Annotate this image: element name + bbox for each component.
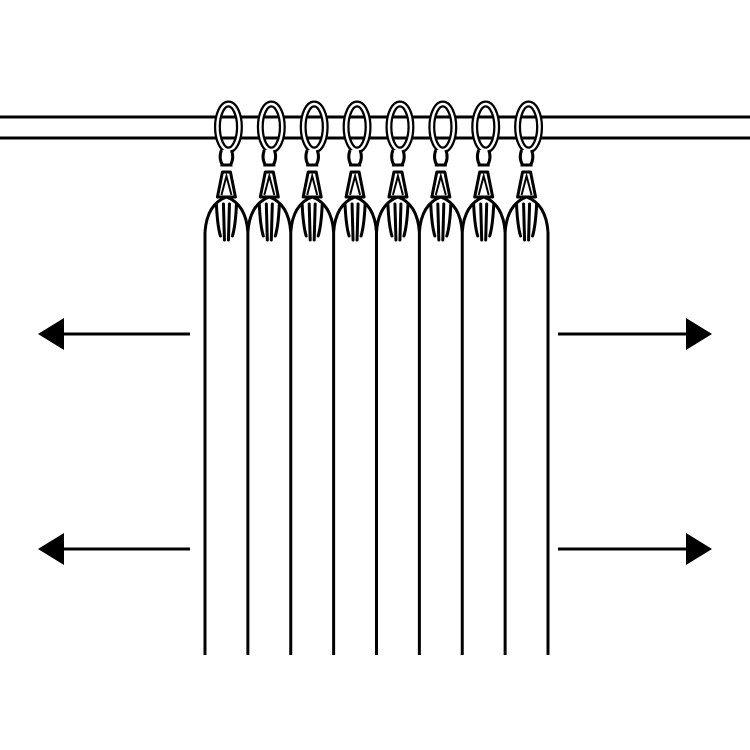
curtain-rings [213, 100, 544, 167]
curtain-ring [213, 100, 243, 167]
curtain-ring [471, 100, 501, 167]
pleat-head [417, 170, 464, 242]
pleat-head [503, 170, 550, 242]
curtain-ring [428, 100, 458, 167]
pleat-head [332, 170, 378, 242]
arrow-right-lower [558, 533, 712, 565]
pull-arrows [38, 318, 712, 565]
curtain-ring [385, 100, 415, 167]
pleat-head [375, 170, 421, 242]
arrow-right-upper [558, 318, 712, 350]
arrow-left-lower [38, 533, 190, 565]
curtain-ring [299, 100, 329, 167]
curtain-ring [342, 100, 372, 167]
curtain-pleat-heads [203, 170, 550, 242]
pleat-head [246, 170, 293, 242]
arrow-left-upper [38, 318, 190, 350]
curtain-ring [256, 100, 286, 167]
pleat-head [460, 170, 507, 242]
pleat-head [289, 170, 336, 242]
curtain-panels [203, 232, 550, 655]
curtain-rod [0, 115, 750, 140]
curtain-ring [514, 100, 544, 167]
pleat-head [203, 170, 250, 242]
